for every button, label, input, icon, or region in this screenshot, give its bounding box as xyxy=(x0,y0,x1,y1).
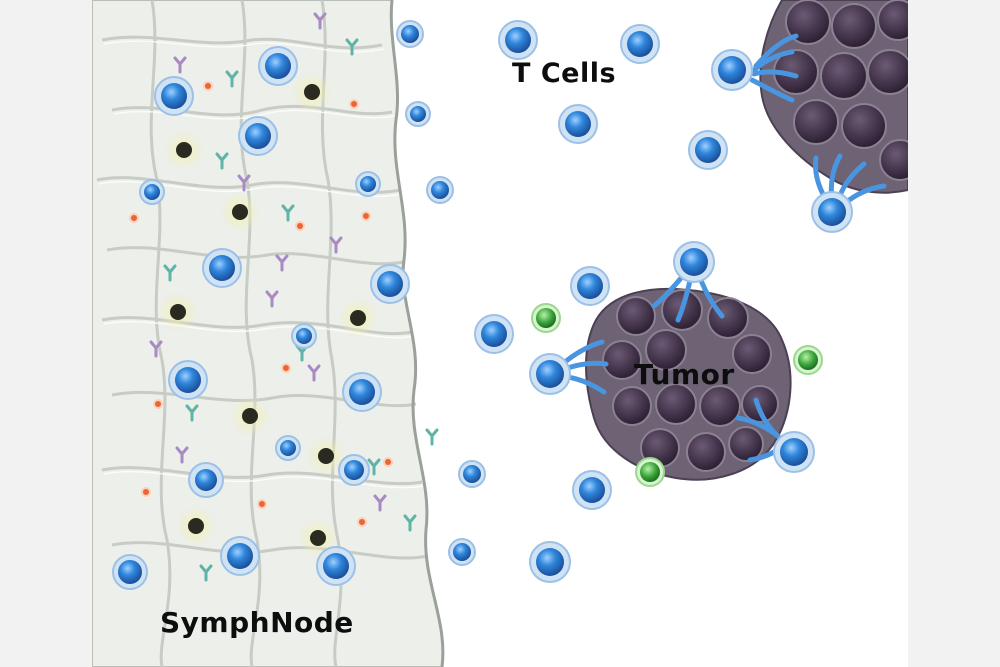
tumor-mass-center xyxy=(585,287,792,481)
illustration-canvas: T Cells Tumor SymphNode xyxy=(92,0,908,667)
t-cells-label: T Cells xyxy=(512,58,617,89)
orange-particles xyxy=(129,81,393,527)
t-cells xyxy=(112,20,853,590)
node-clusters xyxy=(158,72,378,558)
antibody-markers xyxy=(149,12,439,582)
symphnode-label: SymphNode xyxy=(160,606,354,639)
illustration-svg xyxy=(92,0,908,667)
tumor-label: Tumor xyxy=(634,358,735,391)
tumor-mass-upper xyxy=(759,0,908,194)
green-cells xyxy=(531,303,823,487)
